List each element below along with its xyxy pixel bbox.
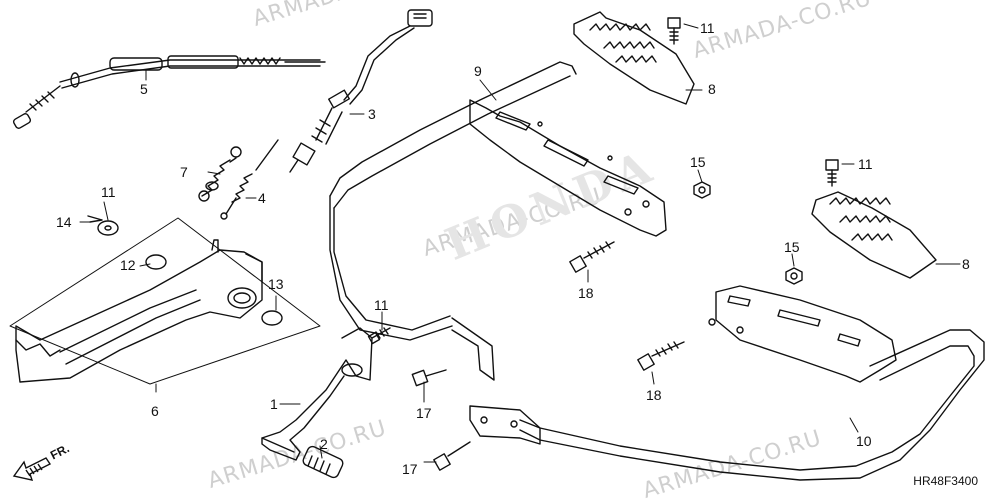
diagram-code: HR48F3400 [913,474,978,488]
step-bar-part-9 [329,61,667,381]
callout-3: 3 [368,106,376,122]
callout-7: 7 [180,164,188,180]
leader-lines [79,23,961,463]
callout-14a: 12 [120,257,136,273]
front-direction-arrow [12,457,52,481]
callout-14b: 13 [268,276,284,292]
nut-part-15-upper [693,181,711,199]
brake-pedal-part-6 [15,239,283,383]
bolt-part-18-lower [637,341,685,371]
cable-part-5 [12,55,326,129]
bolt-part-17-upper [411,369,447,387]
step-bar-part-10 [469,285,985,481]
bolt-part-11-lower [825,159,839,187]
callout-9: 9 [474,63,482,79]
bolt-part-18-upper [569,241,615,273]
bolt-part-12 [367,327,391,345]
nut-part-15-lower [785,267,803,285]
callout-18b: 18 [646,387,662,403]
footpeg-part-8-lower [811,191,937,279]
callout-8b: 8 [962,256,970,272]
callout-11b: 11 [858,156,873,172]
shift-pedal-part-1 [261,327,373,461]
bolt-part-11-upper [667,17,681,45]
callout-4: 4 [258,190,266,206]
callout-11a: 11 [700,20,715,36]
callout-12: 11 [374,297,389,313]
pedal-group-outline [9,217,321,385]
callout-15a: 15 [690,154,706,170]
callout-15b: 15 [784,239,800,255]
callout-16: 14 [56,214,72,230]
bolt-part-17-lower [433,441,471,471]
switch-part-3 [289,9,433,173]
spring-part-7 [198,146,242,202]
callout-18a: 18 [578,285,594,301]
callout-13: 11 [101,184,116,200]
callout-1: 1 [270,396,278,412]
footpeg-part-8-upper [573,11,695,105]
washer-part-13 [97,220,119,236]
callout-17a: 17 [416,405,432,421]
callout-2: 2 [320,436,328,452]
callout-8a: 8 [708,81,716,97]
pin-part-16 [87,215,103,223]
callout-17b: 17 [402,461,418,477]
spring-part-4 [220,139,279,220]
callout-5: 5 [140,81,148,97]
callout-10: 10 [856,433,872,449]
callout-6: 6 [151,403,159,419]
rubber-part-2 [302,445,344,479]
